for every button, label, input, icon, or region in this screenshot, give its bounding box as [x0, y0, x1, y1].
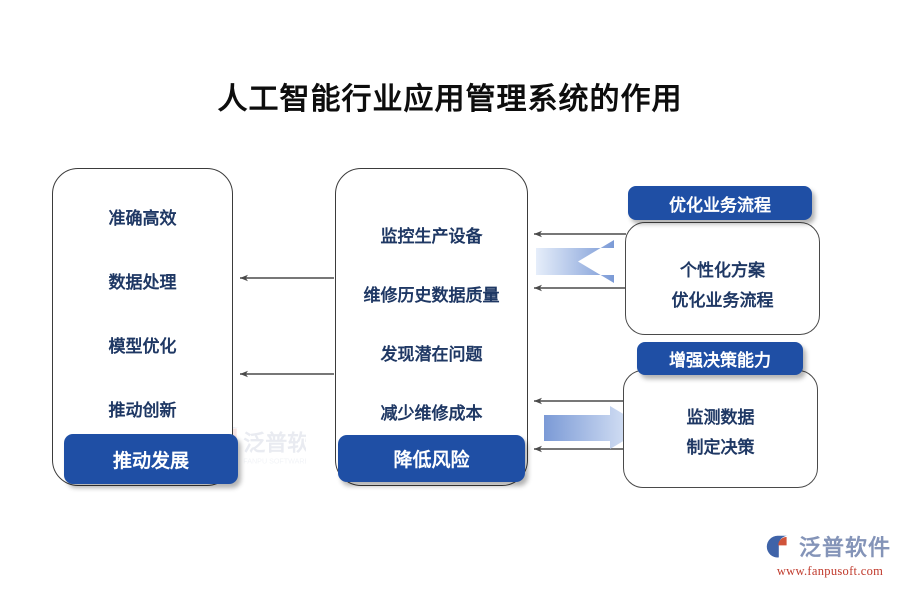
- company-logo: 泛普软件 www.fanpusoft.com: [765, 530, 895, 590]
- decision-card-header[interactable]: 增强决策能力: [637, 342, 803, 375]
- svg-text:FANPU SOFTWARE: FANPU SOFTWARE: [243, 458, 306, 466]
- outcome-item-3: 模型优化: [108, 337, 177, 356]
- capability-item-4: 减少维修成本: [380, 404, 483, 423]
- capability-item-1: 监控生产设备: [380, 227, 483, 246]
- capabilities-panel: [335, 168, 528, 486]
- decision-card: [623, 370, 818, 488]
- page-title: 人工智能行业应用管理系统的作用: [217, 83, 683, 116]
- svg-text:泛普软件: 泛普软件: [243, 430, 306, 455]
- process-card-line-1: 个性化方案: [680, 261, 765, 280]
- decision-card-line-1: 监测数据: [686, 408, 755, 427]
- capabilities-panel-items: 监控生产设备 维修历史数据质量 发现潜在问题 减少维修成本: [335, 168, 528, 486]
- capability-item-2: 维修历史数据质量: [363, 286, 500, 305]
- outcomes-panel-items: 准确高效 数据处理 模型优化 推动创新: [52, 168, 233, 486]
- process-card-header[interactable]: 优化业务流程: [628, 186, 812, 220]
- fanpu-logo-mark: [766, 535, 788, 558]
- logo-company-name: 泛普软件: [799, 535, 892, 560]
- decision-card-line-2: 制定决策: [686, 438, 755, 457]
- outcomes-highlight-button[interactable]: 推动发展: [64, 434, 238, 484]
- outcomes-panel: [52, 168, 233, 486]
- logo-url: www.fanpusoft.com: [776, 564, 884, 578]
- block-arrow-left-icon: [536, 240, 614, 283]
- process-card: [625, 222, 820, 335]
- process-card-line-2: 优化业务流程: [671, 291, 774, 310]
- outcome-item-2: 数据处理: [108, 273, 177, 292]
- capabilities-highlight-button[interactable]: 降低风险: [338, 435, 525, 482]
- outcome-item-1: 准确高效: [108, 209, 177, 228]
- capability-item-3: 发现潜在问题: [380, 345, 483, 364]
- outcome-item-4: 推动创新: [108, 401, 177, 420]
